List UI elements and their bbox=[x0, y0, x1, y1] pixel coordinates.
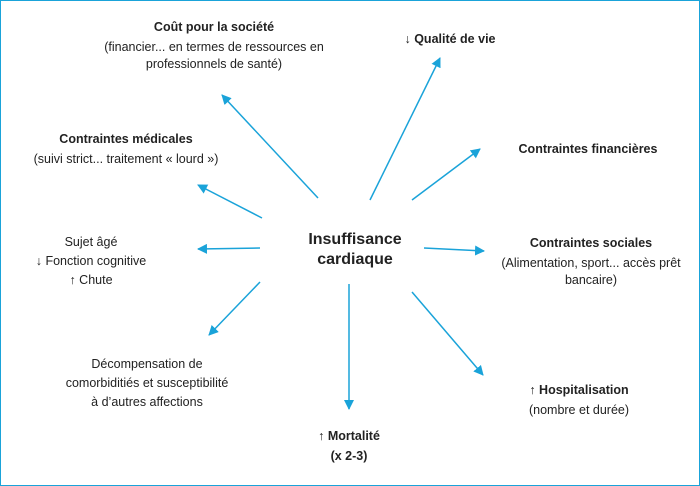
node-medicales-title: Contraintes médicales bbox=[59, 132, 193, 146]
node-sociales-sub-2: bancaire) bbox=[564, 273, 618, 287]
node-age-line-2: ↓ Fonction cognitive bbox=[35, 254, 147, 268]
node-financieres-title: Contraintes financières bbox=[518, 142, 658, 156]
node-decomp-line-3: à d’autres affections bbox=[91, 395, 203, 409]
node-medicales: Contraintes médicales (suivi strict... t… bbox=[6, 131, 246, 168]
node-cout-title: Coût pour la société bbox=[153, 20, 275, 34]
arrow-to-sociales bbox=[423, 245, 485, 256]
node-cout-sub-1: (financier... en termes de ressources en bbox=[104, 40, 324, 54]
center-line-2: cardiaque bbox=[317, 251, 393, 268]
node-financieres: Contraintes financières bbox=[498, 141, 678, 158]
arrow-to-medicales bbox=[197, 184, 263, 219]
arrow-to-cout bbox=[221, 94, 319, 199]
center-line-1: Insuffisance bbox=[308, 231, 402, 248]
node-medicales-sub-1: (suivi strict... traitement « lourd ») bbox=[33, 152, 219, 166]
node-qualite-title: ↓ Qualité de vie bbox=[404, 32, 496, 46]
node-sociales-sub-1: (Alimentation, sport... accès prêt bbox=[501, 256, 681, 270]
node-mortalite-title: ↑ Mortalité bbox=[318, 429, 380, 443]
arrow-to-decomp bbox=[208, 281, 261, 336]
arrow-to-qualite bbox=[369, 57, 441, 201]
node-cout: Coût pour la société (financier... en te… bbox=[64, 19, 364, 73]
arrow-to-financieres bbox=[411, 148, 481, 201]
node-decomp: Décompensation de comorbiditiés et susce… bbox=[40, 355, 254, 412]
node-cout-sub-2: professionnels de santé) bbox=[145, 57, 283, 71]
arrow-to-hospit bbox=[411, 291, 484, 376]
node-hospit-sub-1: (nombre et durée) bbox=[528, 403, 630, 417]
arrow-to-age bbox=[197, 243, 261, 254]
node-sociales-title: Contraintes sociales bbox=[529, 236, 653, 250]
node-qualite: ↓ Qualité de vie bbox=[380, 31, 520, 48]
node-mortalite-sub-1: (x 2-3) bbox=[330, 449, 368, 463]
node-hospit: ↑ Hospitalisation (nombre et durée) bbox=[504, 382, 654, 419]
node-mortalite: ↑ Mortalité (x 2-3) bbox=[294, 428, 404, 465]
node-age-line-1: Sujet âgé bbox=[64, 235, 118, 249]
node-decomp-line-1: Décompensation de bbox=[91, 357, 203, 371]
node-sociales: Contraintes sociales (Alimentation, spor… bbox=[486, 235, 696, 289]
node-age-line-3: ↑ Chute bbox=[69, 273, 113, 287]
node-age: Sujet âgé ↓ Fonction cognitive ↑ Chute bbox=[16, 233, 166, 290]
center-node: Insuffisance cardiaque bbox=[282, 230, 428, 270]
node-decomp-line-2: comorbiditiés et susceptibilité bbox=[65, 376, 229, 390]
node-hospit-title: ↑ Hospitalisation bbox=[529, 383, 629, 397]
